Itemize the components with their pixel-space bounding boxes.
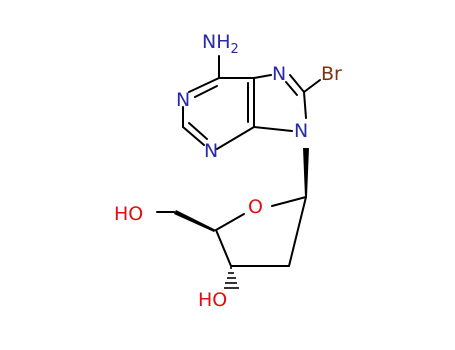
bond-o4prime-c4prime xyxy=(215,213,245,231)
bond-n7-c8-inner xyxy=(285,81,298,96)
bond-c1prime-c2prime xyxy=(288,196,307,267)
bond-n9-c1prime-wedge xyxy=(303,148,309,197)
n7-label: N xyxy=(272,63,286,85)
bond-c6-n1-inner xyxy=(194,85,218,98)
bond-c3prime-o3prime-hash xyxy=(224,267,239,289)
ring-oxygen-label: O xyxy=(248,196,263,218)
hydroxyl-ring-label: HO xyxy=(198,289,227,311)
bond-c4prime-c5prime-wedge xyxy=(174,210,216,232)
bond-c5-n7 xyxy=(253,74,272,79)
bond-c1prime-o4prime xyxy=(271,196,307,207)
bond-n9-c4 xyxy=(253,126,293,132)
bond-c3prime-c4prime xyxy=(215,229,232,267)
hydroxyl-primary-label: HO xyxy=(114,203,143,225)
bond-c2-n3 xyxy=(182,126,205,146)
bond-n3-c4 xyxy=(216,126,255,150)
bond-c8-n9 xyxy=(303,91,307,119)
n3-label: N xyxy=(204,140,218,162)
n9-label: N xyxy=(294,120,308,142)
bromine-label: Br xyxy=(321,63,342,85)
bond-c6-n1 xyxy=(188,77,220,93)
bond-n7-c8 xyxy=(289,74,305,93)
amine-label: NH2 xyxy=(202,31,239,57)
n1-label: N xyxy=(176,89,190,111)
bond-c8-br xyxy=(303,79,321,93)
bond-c2-n3-inner xyxy=(188,122,208,140)
